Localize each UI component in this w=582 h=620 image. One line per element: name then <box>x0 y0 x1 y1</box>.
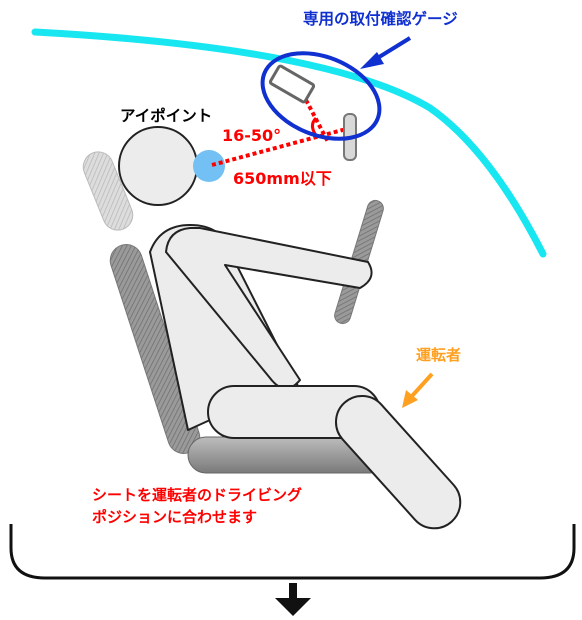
seat-instruction-line2: ポジションに合わせます <box>92 508 257 526</box>
distance-label: 650mm以下 <box>233 169 332 188</box>
gauge-callout-arrowhead <box>360 52 384 69</box>
seat-instruction-line1: シートを運転者のドライビング <box>92 486 302 504</box>
driver-pointer-arrow <box>410 372 434 398</box>
angle-label: 16-50° <box>222 126 281 145</box>
driver-label: 運転者 <box>416 346 461 364</box>
gauge-device <box>268 64 316 104</box>
down-arrow-icon <box>275 598 311 616</box>
gauge-callout-ellipse <box>260 51 382 141</box>
windshield-line <box>31 28 547 258</box>
driver-pointer-arrowhead <box>402 390 418 408</box>
headrest <box>82 151 134 231</box>
bottom-bracket <box>9 524 576 580</box>
driver-lower-leg <box>335 395 462 530</box>
angle-reference-line <box>304 99 330 143</box>
eye-point-label: アイポイント <box>120 106 212 125</box>
driver-head <box>118 126 198 206</box>
gauge-title-label: 専用の取付確認ゲージ <box>303 9 458 28</box>
distance-line <box>211 126 351 167</box>
down-arrow-shaft <box>289 583 297 600</box>
eye-point-marker <box>193 150 225 182</box>
